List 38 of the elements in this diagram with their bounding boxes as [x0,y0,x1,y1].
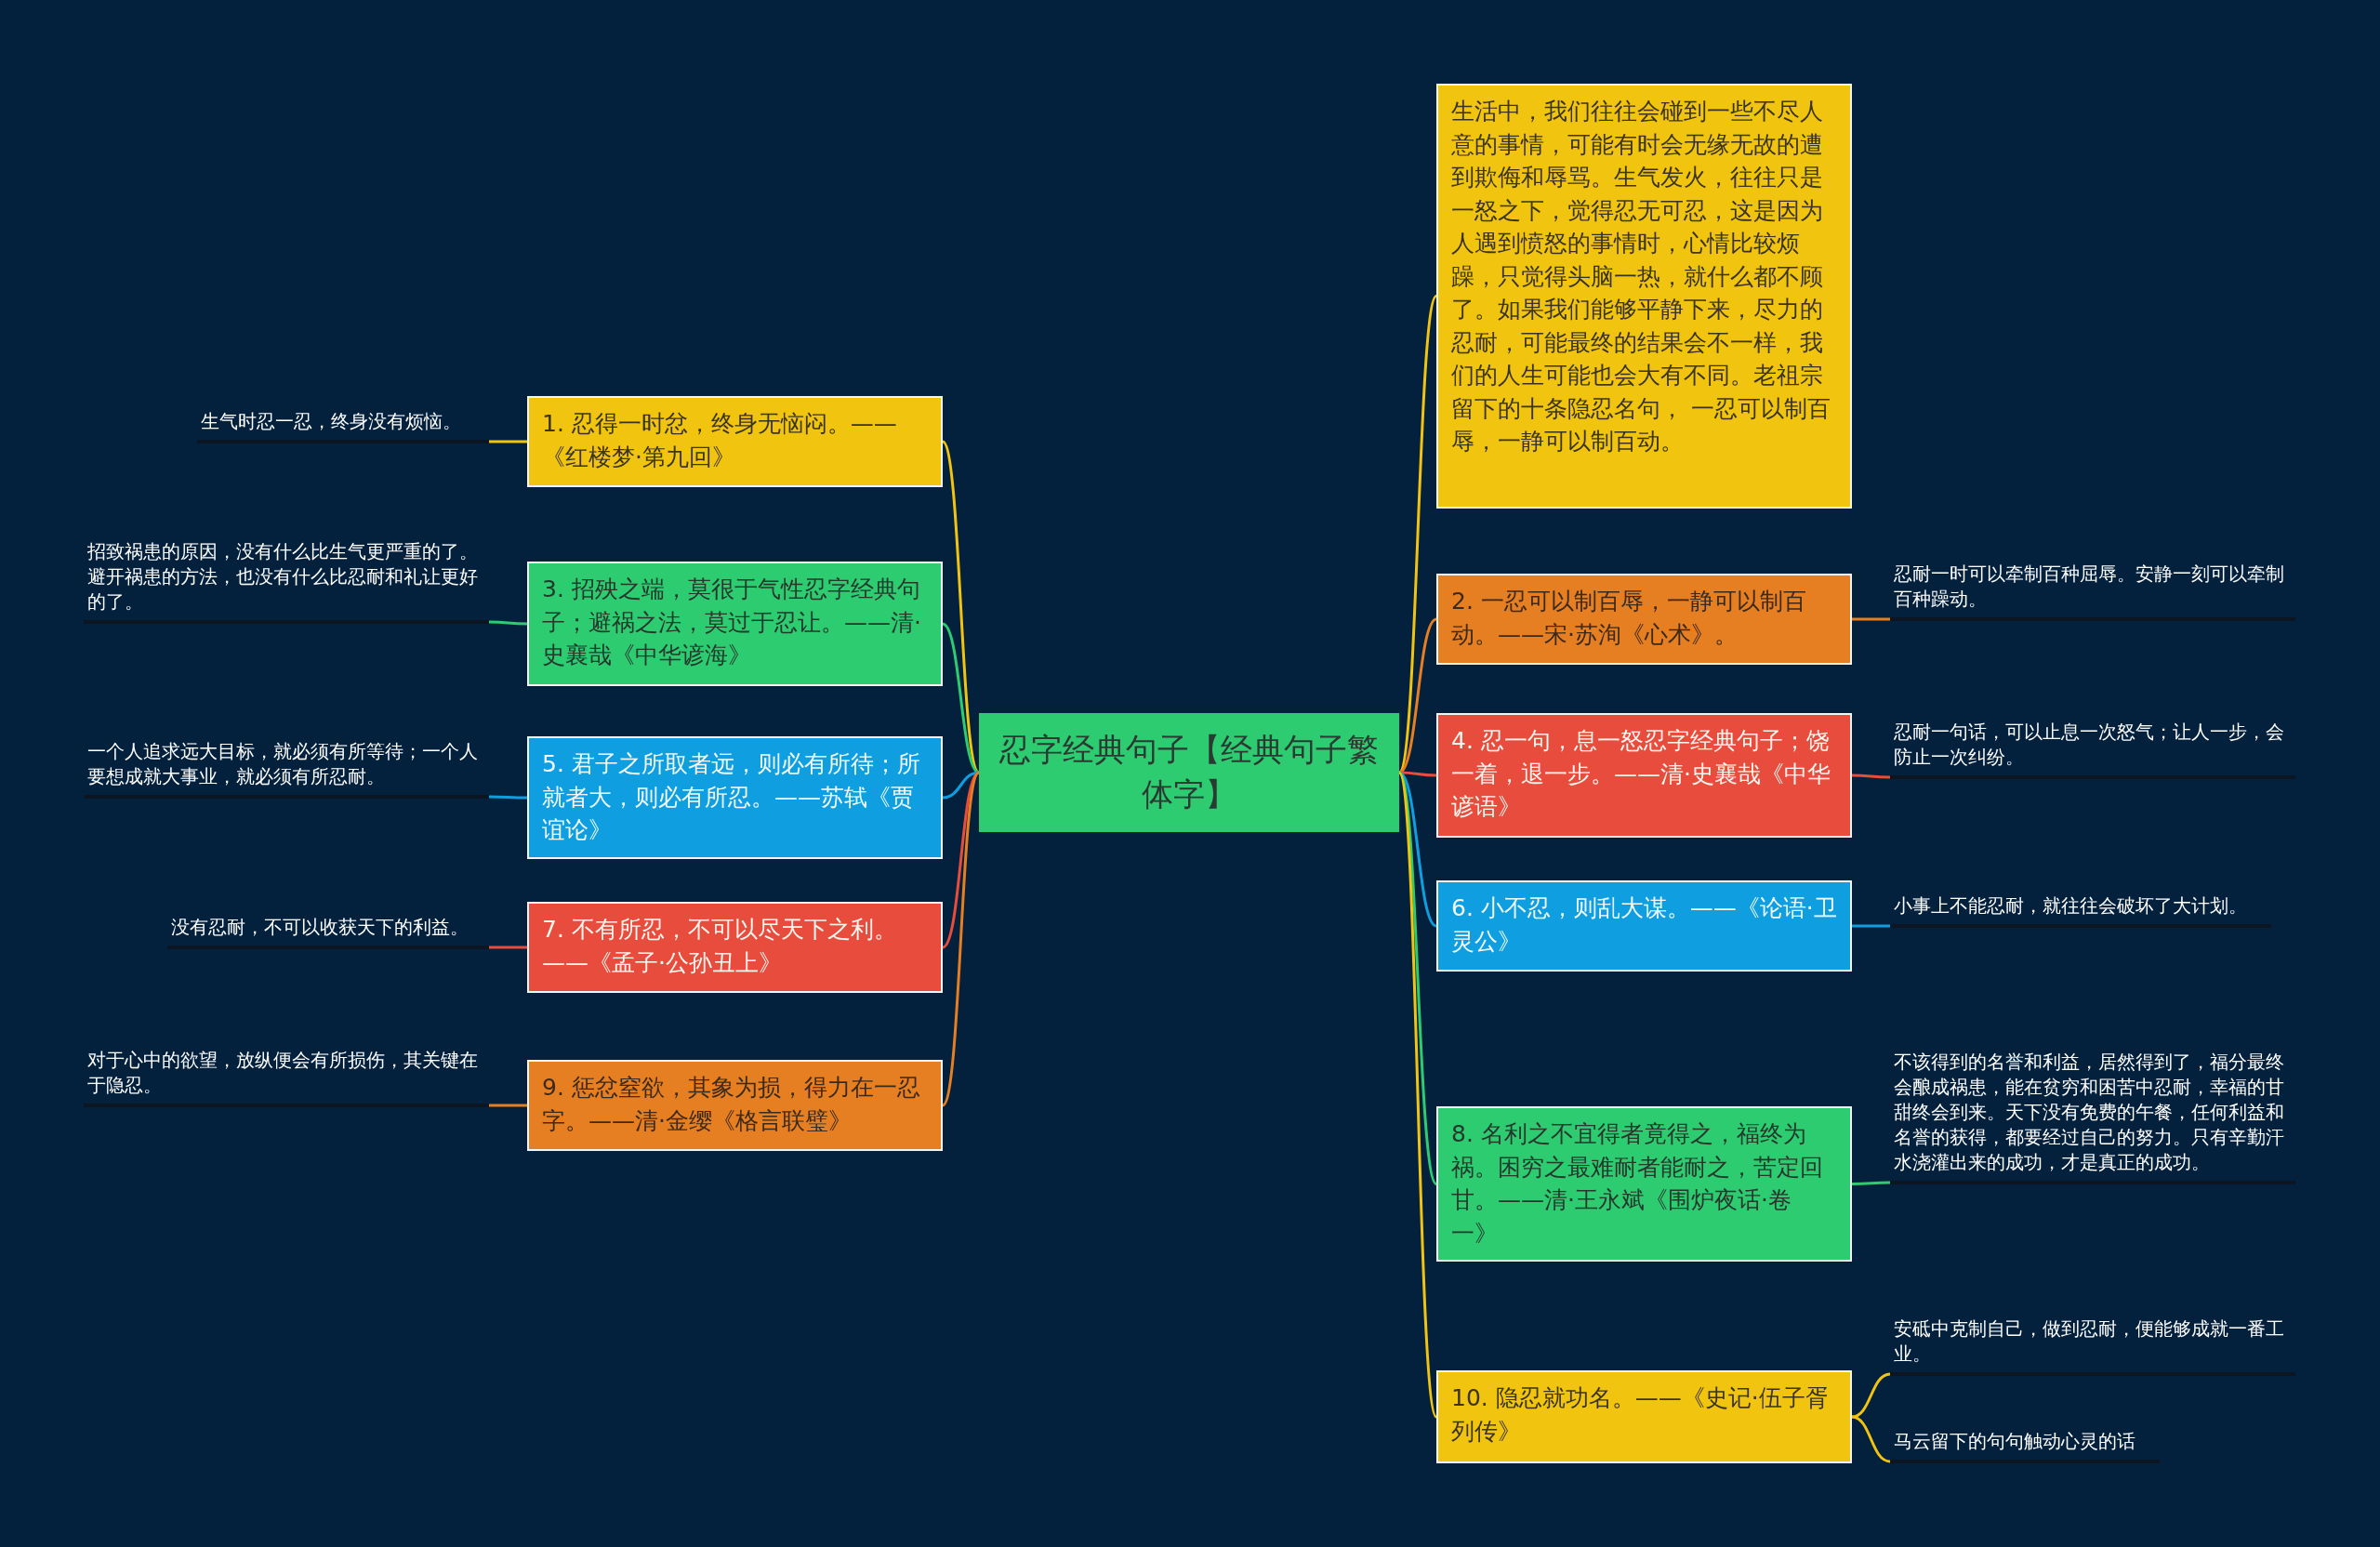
topic-box: 7. 不有所忍，不可以尽天下之利。——《孟子·公孙丑上》 [527,902,943,993]
note-text: 对于心中的欲望，放纵便会有所损伤，其关键在于隐忍。 [84,1048,489,1107]
connector-line [1398,771,1437,928]
note-text: 马云留下的句句触动心灵的话 [1890,1429,2160,1463]
topic-box: 5. 君子之所取者远，则必有所待；所就者大，则必有所忍。——苏轼《贾谊论》 [527,736,943,859]
note-text: 一个人追求远大目标，就必须有所等待；一个人要想成就大事业，就必须有所忍耐。 [84,739,489,799]
note-text: 生气时忍一忍，终身没有烦恼。 [197,409,489,443]
note-text: 没有忍耐，不可以收获天下的利益。 [167,915,489,949]
note-text: 安砥中克制自己，做到忍耐，便能够成就一番工业。 [1890,1316,2295,1376]
connector-line [489,945,527,949]
topic-box: 6. 小不忍，则乱大谋。——《论语·卫灵公》 [1436,880,1852,972]
note-text: 不该得到的名誉和利益，居然得到了，福分最终会酿成祸患，能在贫穷和困苦中忍耐，幸福的甘甜终会到来。天下没有免费的午餐，任何利益和名誉的获得，都要经过自己的努力。只有辛勤汗水浇灌出来的成功，才是真正的成功。 [1890,1050,2295,1184]
connector-line [1852,617,1890,621]
connector-line [489,620,527,626]
connector-line [942,622,980,774]
note-text: 小事上不能忍耐，就往往会破坏了大计划。 [1890,893,2271,928]
topic-box: 10. 隐忍就功名。——《史记·伍子胥列传》 [1436,1370,1852,1463]
topic-box: 1. 忍得一时忿，终身无恼闷。——《红楼梦·第九回》 [527,396,943,487]
connector-line [1398,617,1437,774]
connector-line [1852,1181,1890,1185]
connector-line [1851,1372,1891,1419]
note-text: 忍耐一时可以牵制百种屈辱。安静一刻可以牵制百种躁动。 [1890,562,2295,621]
topic-box: 生活中，我们往往会碰到一些不尽人意的事情，可能有时会无缘无故的遭到欺侮和辱骂。生气发火，往往只是一怒之下，觉得忍无可忍，这是因为人遇到愤怒的事情时，心情比较烦躁，只觉得头脑一热，就什么都不顾了。如果我们能够平静下来，尽力的忍耐，可能最终的结果会不一样，我们的人生可能也会大有不同。老祖宗留下的十条隐忍名句， 一忍可以制百辱，一静可以制百动。 [1436,84,1852,509]
topic-box: 8. 名利之不宜得者竟得之，福终为祸。困穷之最难耐者能耐之，苦定回甘。——清·王永斌《围炉夜话·卷一》 [1436,1106,1852,1262]
connector-line [1852,924,1890,928]
connector-line [489,440,527,443]
connector-line [1852,774,1890,779]
connector-line [489,1104,527,1107]
central-topic: 忍字经典句子【经典句子繁体字】 [979,713,1399,832]
topic-box: 4. 忍一句，息一怒忍字经典句子；饶一着，退一步。——清·史襄哉《中华谚语》 [1436,713,1852,838]
connector-line [942,771,980,949]
connector-line [1851,1415,1891,1463]
topic-box: 2. 一忍可以制百辱，一静可以制百动。——宋·苏洵《心术》。 [1436,574,1852,665]
connector-line [489,795,527,800]
note-text: 招致祸患的原因，没有什么比生气更严重的了。避开祸患的方法，也没有什么比忍耐和礼让更好的了。 [84,539,489,624]
topic-box: 9. 惩忿窒欲，其象为损，得力在一忍字。——清·金缨《格言联璧》 [527,1060,943,1151]
note-text: 忍耐一句话，可以止息一次怒气；让人一步，会防止一次纠纷。 [1890,720,2295,779]
topic-box: 3. 招殃之端，莫很于气性忍字经典句子；避祸之法，莫过于忍让。——清·史襄哉《中华谚海》 [527,562,943,686]
